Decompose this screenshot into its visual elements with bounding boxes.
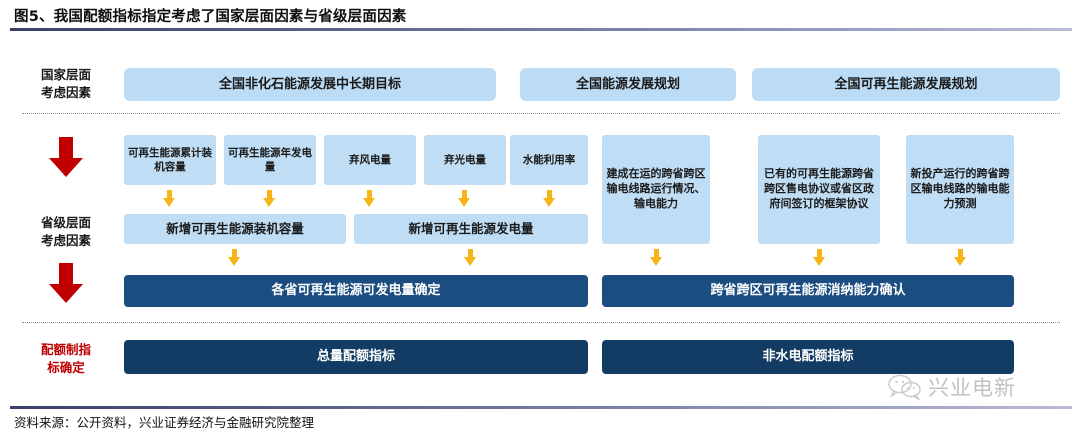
- yellow-arrow-shaft: [167, 190, 172, 199]
- row-label-national-line2: 考虑因素: [40, 85, 91, 101]
- yellow-arrow-shaft: [267, 190, 272, 199]
- yellow-arrow-shaft: [654, 249, 659, 258]
- yellow-arrow-head: [363, 198, 375, 207]
- yellow-down-arrow-icon-10: [954, 249, 967, 266]
- source-note: 资料来源：公开资料，兴业证券经济与金融研究院整理: [14, 415, 315, 430]
- yellow-down-arrow-icon-7: [464, 249, 477, 266]
- footer-divider-rule: [10, 406, 1072, 409]
- summary-box-left[interactable]: 各省可再生能源可发电量确定: [124, 275, 588, 307]
- row-label-quota-line1: 配额制指: [40, 342, 91, 357]
- provincial-left-box-3[interactable]: 弃风电量: [324, 135, 416, 185]
- title-divider-rule: [10, 28, 1072, 31]
- red-down-arrow-icon-top: [49, 137, 83, 177]
- yellow-down-arrow-icon-2: [263, 190, 276, 207]
- summary-box-right[interactable]: 跨省跨区可再生能源消纳能力确认: [602, 275, 1014, 307]
- yellow-down-arrow-icon-5: [543, 190, 556, 207]
- watermark-text: 兴业电新: [928, 376, 1016, 400]
- yellow-arrow-head: [464, 257, 476, 266]
- provincial-right-box-1[interactable]: 建成在运的跨省跨区输电线路运行情况、输电能力: [602, 135, 710, 244]
- yellow-arrow-head: [228, 257, 240, 266]
- watermark: 兴业电新: [888, 372, 1016, 402]
- row-label-national: 国家层面 考虑因素: [18, 66, 114, 102]
- provincial-mid-box-1[interactable]: 新增可再生能源装机容量: [124, 214, 346, 244]
- section-divider-national: [22, 113, 1060, 114]
- provincial-left-box-2[interactable]: 可再生能源年发电量: [224, 135, 316, 185]
- yellow-arrow-shaft: [232, 249, 237, 258]
- red-arrow-shaft: [59, 263, 73, 285]
- figure-title-bar: 图5、我国配额指标指定考虑了国家层面因素与省级层面因素: [0, 0, 1080, 30]
- yellow-down-arrow-icon-1: [163, 190, 176, 207]
- row-label-quota: 配额制指 标确定: [18, 341, 114, 377]
- section-divider-quota: [22, 322, 1060, 323]
- row-label-national-line1: 国家层面: [40, 67, 91, 82]
- yellow-down-arrow-icon-4: [458, 190, 471, 207]
- row-label-provincial: 省级层面 考虑因素: [18, 214, 114, 250]
- provincial-left-box-5[interactable]: 水能利用率: [510, 135, 588, 185]
- page-title: 图5、我国配额指标指定考虑了国家层面因素与省级层面因素: [14, 8, 407, 25]
- yellow-down-arrow-icon-8: [650, 249, 663, 266]
- yellow-arrow-head: [263, 198, 275, 207]
- yellow-arrow-shaft: [958, 249, 963, 258]
- yellow-arrow-head: [650, 257, 662, 266]
- quota-box-nonhydro[interactable]: 非水电配额指标: [602, 340, 1014, 374]
- row-label-quota-line2: 标确定: [47, 360, 85, 376]
- yellow-arrow-shaft: [462, 190, 467, 199]
- yellow-down-arrow-icon-9: [813, 249, 826, 266]
- yellow-arrow-shaft: [547, 190, 552, 199]
- red-arrow-head: [49, 284, 83, 303]
- national-box-3[interactable]: 全国可再生能源发展规划: [752, 68, 1060, 101]
- national-box-1[interactable]: 全国非化石能源发展中长期目标: [124, 68, 496, 101]
- wechat-icon: [888, 374, 921, 400]
- yellow-down-arrow-icon-6: [228, 249, 241, 266]
- yellow-arrow-shaft: [367, 190, 372, 199]
- yellow-arrow-head: [954, 257, 966, 266]
- provincial-left-box-1[interactable]: 可再生能源累计装机容量: [124, 135, 216, 185]
- yellow-arrow-head: [813, 257, 825, 266]
- national-box-2[interactable]: 全国能源发展规划: [520, 68, 736, 101]
- red-arrow-head: [49, 158, 83, 177]
- row-label-provincial-line1: 省级层面: [40, 215, 91, 230]
- quota-box-total[interactable]: 总量配额指标: [124, 340, 588, 374]
- red-down-arrow-icon-bottom: [49, 263, 83, 303]
- provincial-right-box-2[interactable]: 已有的可再生能源跨省跨区售电协议或省区政府间签订的框架协议: [758, 135, 880, 244]
- yellow-arrow-head: [163, 198, 175, 207]
- yellow-arrow-head: [543, 198, 555, 207]
- provincial-mid-box-2[interactable]: 新增可再生能源发电量: [354, 214, 588, 244]
- red-arrow-shaft: [59, 137, 73, 159]
- provincial-right-box-3[interactable]: 新投产运行的跨省跨区输电线路的输电能力预测: [906, 135, 1014, 244]
- yellow-arrow-head: [458, 198, 470, 207]
- yellow-down-arrow-icon-3: [363, 190, 376, 207]
- yellow-arrow-shaft: [817, 249, 822, 258]
- yellow-arrow-shaft: [468, 249, 473, 258]
- provincial-left-box-4[interactable]: 弃光电量: [424, 135, 506, 185]
- row-label-provincial-line2: 考虑因素: [40, 233, 91, 249]
